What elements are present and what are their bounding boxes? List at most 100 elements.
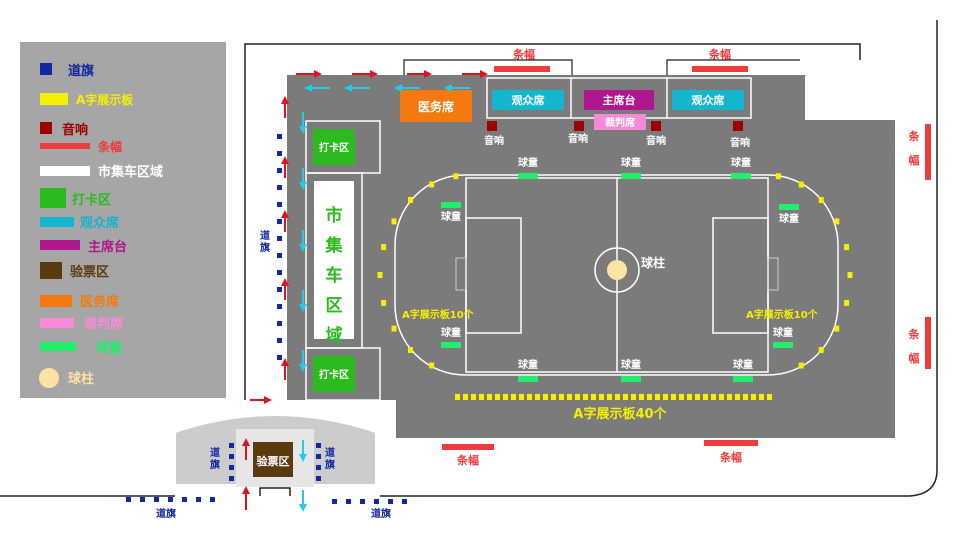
flag-marker (140, 497, 145, 502)
center-circle (594, 247, 640, 293)
flag-marker (346, 499, 351, 504)
top-stands: 医务席 观众席 主席台 观众席 裁判席 音响 音响 音响 音响 (400, 77, 752, 149)
legend-label-ballboy: 球童 (96, 340, 122, 356)
a-board-marker (391, 218, 397, 225)
a-board-marker (703, 394, 708, 400)
connector-line (666, 59, 800, 75)
flag-marker (168, 497, 173, 502)
legend-label-spectator: 观众席 (80, 215, 119, 231)
a-board-marker (671, 394, 676, 400)
ball-boy-label: 球童 (518, 156, 538, 169)
ball-boy-marker (621, 173, 641, 179)
a-board-marker (847, 272, 853, 278)
flag-marker (229, 443, 234, 448)
entrance-area: 验票区 (174, 414, 377, 487)
flow-arrows (242, 70, 488, 512)
gate-notch (259, 487, 291, 496)
flag-marker (182, 497, 187, 502)
a-board-marker (479, 394, 484, 400)
market-car-zone-icon (40, 166, 90, 176)
a-board-marker (591, 394, 596, 400)
a-board-marker (429, 181, 435, 188)
a-board-marker (735, 394, 740, 400)
a-board-marker (495, 394, 500, 400)
banner-label: 条幅 (719, 450, 742, 464)
checkin-zone-bottom (313, 356, 355, 392)
flag-marker (277, 219, 282, 224)
a-board-marker (471, 394, 476, 400)
medical-seat-icon (40, 295, 72, 307)
flag-marker (277, 321, 282, 326)
a-board-marker (607, 394, 612, 400)
checkin-bottom-label: 打卡区 (319, 368, 349, 381)
flags-label: 道旗 (260, 229, 270, 254)
flag-marker (277, 355, 282, 360)
flag-marker (332, 499, 337, 504)
a-board-icon (40, 93, 68, 105)
a-board-marker (727, 394, 732, 400)
flag-marker (277, 236, 282, 241)
flag-marker (126, 497, 131, 502)
banner-marker (494, 66, 550, 72)
ticket-zone-icon (40, 262, 62, 279)
flag-marker (277, 202, 282, 207)
speaker-icon (40, 122, 52, 134)
rostrum (584, 90, 654, 110)
speaker-icon (574, 121, 584, 131)
legend-label-speaker: 音响 (62, 122, 88, 138)
a-board-marker (551, 394, 556, 400)
flag-marker (277, 253, 282, 258)
a-board-marker (767, 394, 772, 400)
ball-boy-marker (441, 202, 461, 208)
legend-label-ticket: 验票区 (70, 264, 109, 280)
a-board-marker (487, 394, 492, 400)
flag-marker (316, 443, 321, 448)
a-board-marker (381, 244, 387, 251)
banner-label: 条幅 (512, 47, 535, 61)
spectator-seat-right (672, 90, 744, 110)
a-board-marker (381, 299, 387, 306)
flag-marker (374, 499, 379, 504)
banner-marker (704, 440, 758, 446)
ball-boys: 球童 球童 球童 球童 球童 球童 球童 球童 球童 球童 (441, 156, 799, 382)
speaker-icon (651, 121, 661, 131)
a-board-marker (615, 394, 620, 400)
flag-marker (277, 134, 282, 139)
flags-label: 道旗 (371, 507, 391, 520)
aboard-bottom-label: A字展示板40个 (573, 406, 667, 422)
ball-boy-marker (518, 376, 538, 382)
ball-boy-marker (731, 173, 751, 179)
flag-marker (277, 287, 282, 292)
banner-marker (442, 444, 494, 450)
flag-marker (316, 476, 321, 481)
ticket-zone (253, 442, 293, 477)
spectator-left-label: 观众席 (512, 93, 545, 107)
ball-boy-label: 球童 (621, 358, 641, 371)
a-board-marker (519, 394, 524, 400)
rostrum-label: 主席台 (603, 93, 636, 107)
banner-label: 条幅 (456, 453, 479, 467)
ball-boy-marker (441, 342, 461, 348)
legend-label-medical: 医务席 (80, 294, 119, 310)
flag-marker (316, 454, 321, 459)
banner-label-vertical: 条幅 (908, 129, 921, 167)
ball-boy-marker (518, 173, 538, 179)
a-board-marker (743, 394, 748, 400)
legend-label-rostrum: 主席台 (88, 239, 127, 255)
a-board-marker (527, 394, 532, 400)
flags-label: 道旗 (156, 507, 176, 520)
a-board-marker (834, 218, 840, 225)
flags-label: 道旗 (210, 446, 220, 471)
market-car-zone (314, 181, 354, 339)
legend-label-banner: 条幅 (97, 139, 122, 154)
banner-marker-vertical (925, 124, 931, 180)
ball-boy-icon (40, 342, 76, 351)
a-board-marker (455, 394, 460, 400)
spectator-seat-left (492, 90, 564, 110)
ball-boy-label: 球童 (733, 358, 753, 371)
banners: 条幅 条幅 条幅 条幅 条幅 条幅 (442, 47, 931, 467)
left-zones: 打卡区 打卡区 市集车区域 (305, 120, 381, 401)
flag-marker (277, 185, 282, 190)
a-board-marker (623, 394, 628, 400)
a-board-marker (695, 394, 700, 400)
